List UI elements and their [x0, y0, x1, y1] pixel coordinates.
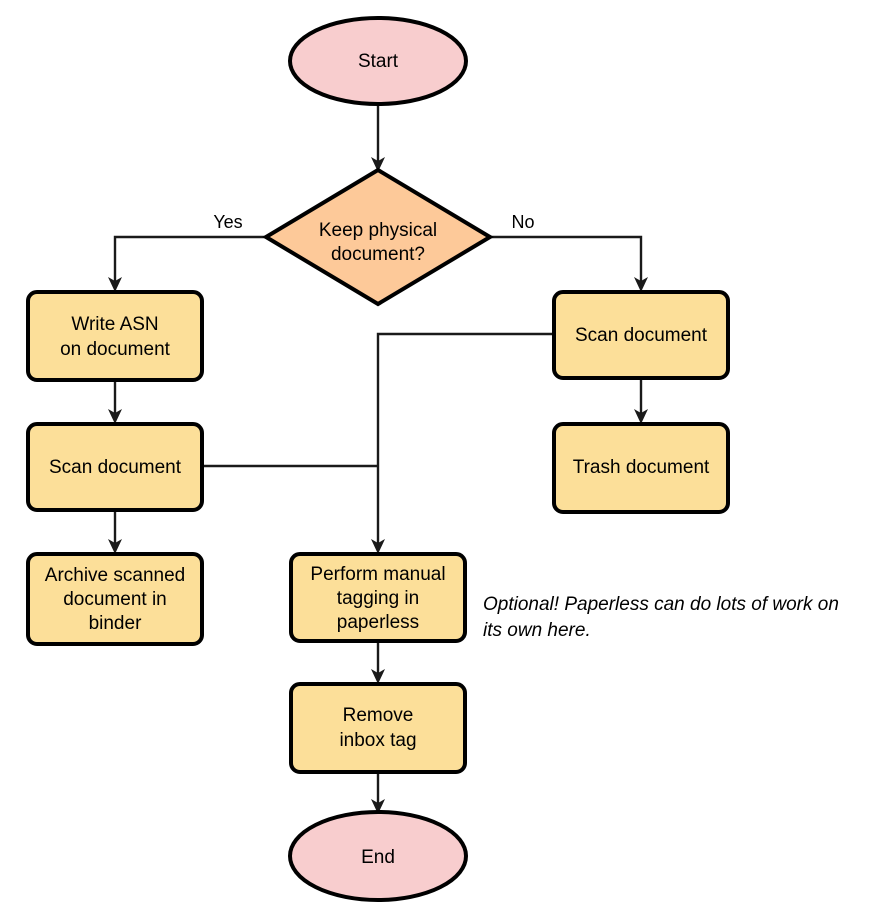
decision-label-line2: document? — [331, 244, 425, 265]
write-asn-label-line1: Write ASN — [71, 314, 158, 335]
archive-label-line1: Archive scanned — [45, 565, 185, 586]
arrow-head — [371, 669, 385, 684]
archive-label-line2: document in — [63, 589, 167, 610]
trash-rect[interactable] — [552, 422, 730, 514]
remove-inbox-label-line2: inbox tag — [339, 730, 416, 751]
tagging-rect[interactable] — [289, 552, 467, 643]
arrow-head — [634, 277, 648, 292]
scan-left-rect[interactable] — [26, 422, 204, 512]
edge-decision-no-to-scan-right — [490, 235, 648, 292]
edge-scan-right-to-trash — [634, 378, 648, 424]
tagging-label-line1: Perform manual — [310, 564, 445, 585]
scan-right-rect[interactable] — [552, 290, 730, 380]
node-decision-keep-physical-document[interactable]: Keep physical document? — [262, 167, 494, 307]
arrow-head — [371, 539, 385, 554]
arrow-head — [108, 409, 122, 424]
edge-write-asn-to-scan-left — [108, 380, 122, 424]
start-ellipse[interactable] — [288, 16, 468, 106]
scan-left-label: Scan document — [49, 457, 182, 478]
remove-inbox-rect[interactable] — [289, 682, 467, 774]
node-start[interactable]: Start — [288, 16, 468, 106]
node-write-asn-on-document[interactable]: Write ASN on document — [26, 290, 204, 382]
annotation-line2: its own here. — [483, 620, 591, 641]
start-label: Start — [358, 51, 399, 72]
tagging-label-line3: paperless — [337, 612, 419, 633]
write-asn-label-line2: on document — [60, 339, 171, 360]
remove-inbox-label-line1: Remove — [343, 705, 414, 726]
edge-start-to-decision — [371, 104, 385, 172]
arrow-head — [108, 277, 122, 292]
scan-right-label: Scan document — [575, 325, 708, 346]
arrow-head — [634, 409, 648, 424]
arrow-head — [371, 157, 385, 172]
write-asn-rect[interactable] — [26, 290, 204, 382]
node-archive-scanned-document[interactable]: Archive scanned document in binder — [26, 552, 204, 646]
node-end[interactable]: End — [288, 810, 468, 902]
decision-label-line1: Keep physical — [319, 220, 437, 241]
edge-line — [113, 235, 266, 282]
node-trash-document[interactable]: Trash document — [552, 422, 730, 514]
node-scan-document-left[interactable]: Scan document — [26, 422, 204, 512]
end-ellipse[interactable] — [288, 810, 468, 902]
archive-label-line3: binder — [89, 613, 142, 634]
decision-diamond[interactable] — [262, 167, 494, 307]
node-scan-document-right[interactable]: Scan document — [552, 290, 730, 380]
archive-rect[interactable] — [26, 552, 204, 646]
arrow-head — [108, 539, 122, 554]
trash-label: Trash document — [573, 457, 710, 478]
edge-label-no: No — [511, 212, 534, 232]
edge-scan-right-to-tagging — [371, 332, 552, 554]
node-perform-manual-tagging[interactable]: Perform manual tagging in paperless — [289, 552, 467, 643]
edge-decision-yes-to-write-asn — [108, 235, 266, 292]
end-label: End — [361, 847, 395, 868]
edge-line — [376, 332, 552, 544]
edge-remove-inbox-to-end — [371, 772, 385, 814]
edge-tagging-to-remove-inbox — [371, 641, 385, 684]
edge-line — [490, 235, 643, 282]
annotation-optional-note: Optional! Paperless can do lots of work … — [483, 594, 839, 641]
node-remove-inbox-tag[interactable]: Remove inbox tag — [289, 682, 467, 774]
tagging-label-line2: tagging in — [337, 588, 419, 609]
edge-scan-left-to-archive — [108, 510, 122, 554]
annotation-line1: Optional! Paperless can do lots of work … — [483, 594, 839, 615]
arrow-head — [371, 799, 385, 814]
edge-label-yes: Yes — [213, 212, 242, 232]
